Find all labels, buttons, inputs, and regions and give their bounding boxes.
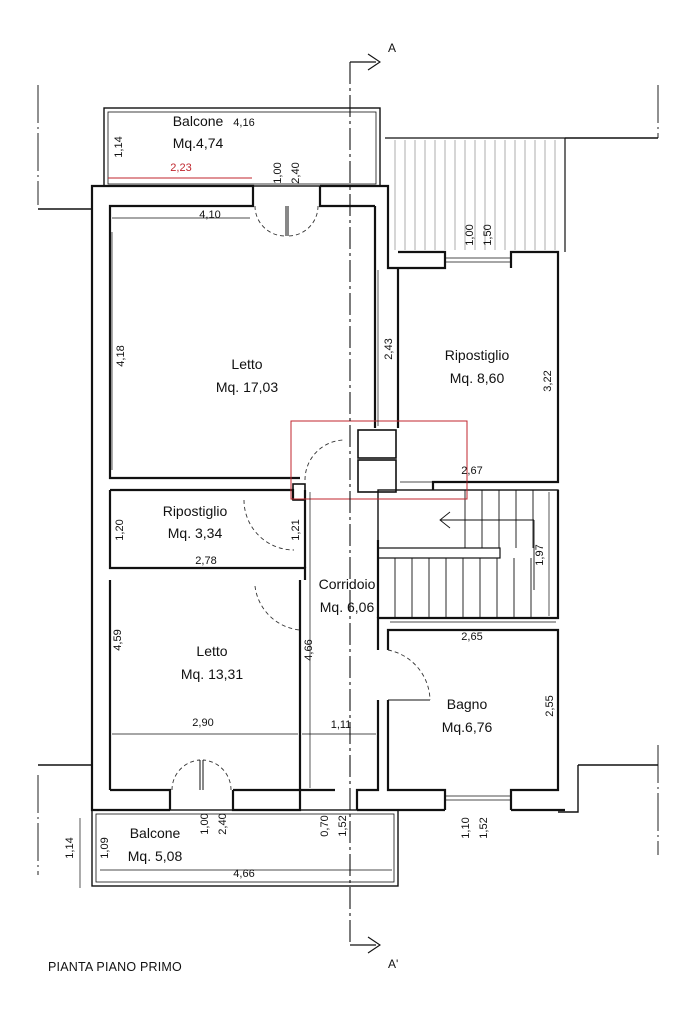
dim-label: 4,66 <box>303 639 315 660</box>
plan-title: PIANTA PIANO PRIMO <box>48 960 182 974</box>
hatched-area <box>385 137 566 252</box>
dimension-labels: 4,16 2,23 4,10 2,67 2,78 2,65 2,90 1,11 … <box>170 117 482 880</box>
room-name: Letto <box>196 643 227 659</box>
dim-label: 1,21 <box>290 519 302 540</box>
walls <box>90 184 565 812</box>
room-area: Mq. 6,06 <box>320 599 375 615</box>
dim-label: 1,52 <box>337 815 349 836</box>
reference-lines <box>37 85 659 875</box>
dim-label: 4,59 <box>112 629 124 650</box>
dim-label: 1,00 <box>199 813 211 834</box>
room-area: Mq. 3,34 <box>168 525 223 541</box>
section-line <box>349 53 381 954</box>
room-area: Mq.6,76 <box>442 719 493 735</box>
dim-label: 2,40 <box>290 162 302 183</box>
staircase <box>377 489 559 619</box>
dim-label: 1,00 <box>272 162 284 183</box>
terrain-lines <box>38 137 658 813</box>
dim-label: 1,14 <box>64 837 76 858</box>
section-mark-bottom: A' <box>388 957 398 971</box>
room-area: Mq. 8,60 <box>450 370 505 386</box>
dimension-lines <box>79 217 556 888</box>
dim-label: 4,18 <box>115 345 127 366</box>
dim-label: 2,90 <box>192 717 213 729</box>
door-leaves <box>199 206 430 790</box>
dim-label: 0,70 <box>319 815 331 836</box>
room-name: Balcone <box>130 825 181 841</box>
room-name: Ripostiglio <box>163 503 228 519</box>
balcone-sud-outline <box>91 809 399 887</box>
room-name: Letto <box>231 356 262 372</box>
dim-label: 4,16 <box>233 117 254 129</box>
room-name: Corridoio <box>319 576 376 592</box>
room-name: Balcone <box>173 113 224 129</box>
dim-label: 4,66 <box>233 868 254 880</box>
dim-label: 2,78 <box>195 555 216 567</box>
dim-label: 1,14 <box>113 136 125 157</box>
dim-label-red: 2,23 <box>170 162 191 174</box>
room-area: Mq. 5,08 <box>128 848 183 864</box>
dim-label: 1,10 <box>460 817 472 838</box>
dim-label: 1,50 <box>482 224 494 245</box>
room-name: Bagno <box>447 696 488 712</box>
room-area: Mq.4,74 <box>173 135 224 151</box>
dim-label: 2,43 <box>383 338 395 359</box>
dim-label: 1,20 <box>114 519 126 540</box>
dim-label: 4,10 <box>199 209 220 221</box>
room-area: Mq. 13,31 <box>181 666 243 682</box>
dim-label: 2,65 <box>461 631 482 643</box>
door-swings <box>171 205 431 791</box>
dim-label: 1,09 <box>99 837 111 858</box>
dim-label: 2,40 <box>217 813 229 834</box>
dim-label: 2,55 <box>544 695 556 716</box>
room-area: Mq. 17,03 <box>216 379 278 395</box>
windows <box>445 257 511 801</box>
dim-label: 2,67 <box>461 465 482 477</box>
shaft-blocks <box>292 429 397 501</box>
dim-label: 3,22 <box>542 370 554 391</box>
dim-label: 1,52 <box>478 817 490 838</box>
dim-label: 1,97 <box>534 544 546 565</box>
red-marker <box>108 177 468 500</box>
room-name: Ripostiglio <box>445 347 510 363</box>
dimension-labels-vertical: 1,14 1,00 2,40 4,18 1,00 1,50 2,43 3,22 … <box>64 136 556 858</box>
section-mark-top: A <box>388 41 396 55</box>
dim-label: 1,00 <box>464 224 476 245</box>
dim-label: 1,11 <box>331 719 352 731</box>
room-labels: Balcone Mq.4,74 Letto Mq. 17,03 Ripostig… <box>128 113 510 864</box>
